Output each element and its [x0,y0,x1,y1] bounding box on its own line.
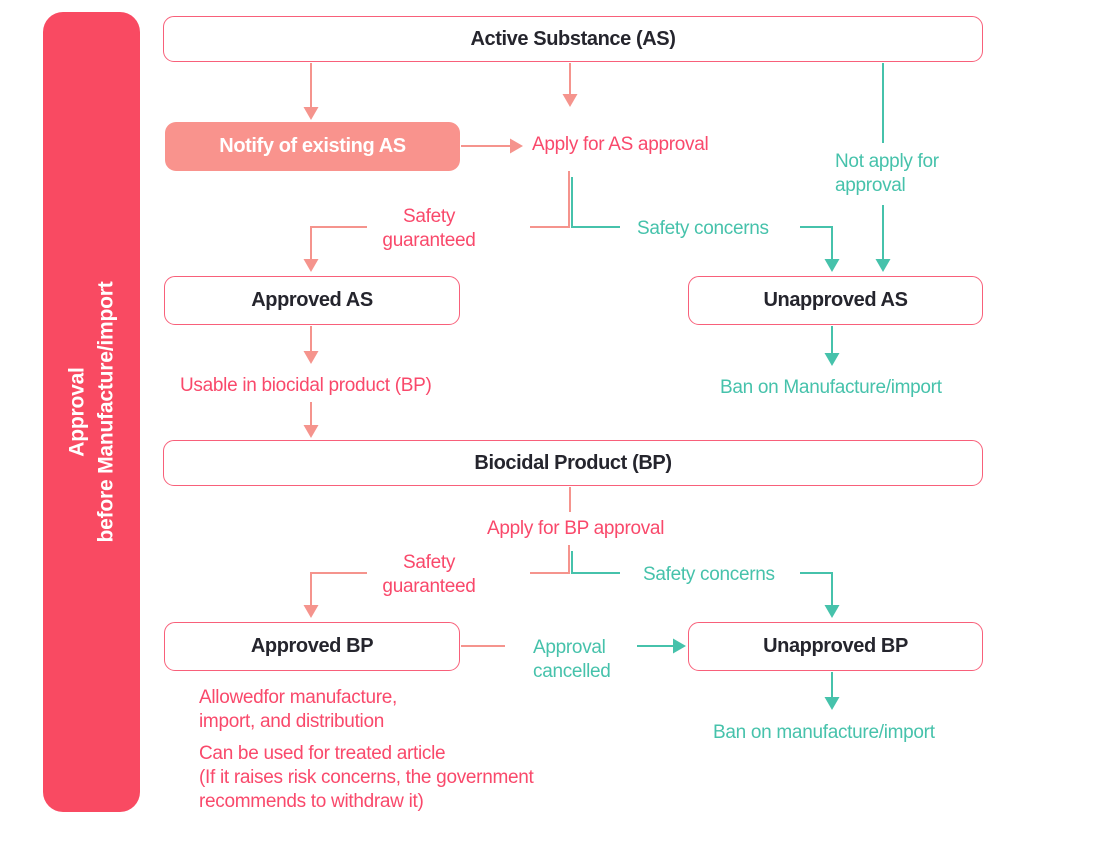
node-active-substance: Active Substance (AS) [163,16,983,62]
approval-banner: Approval before Manufacture/import [43,12,140,812]
node-unapproved-as: Unapproved AS [688,276,983,325]
arrow-unapproved-bp-down [824,672,840,710]
node-biocidal-product: Biocidal Product (BP) [163,440,983,486]
label-usable-in-bp: Usable in biocidal product (BP) [180,375,432,396]
label-approval-cancelled: Approval cancelled [533,637,611,682]
label-safety-guaranteed-as: Safety guaranteed [382,206,476,251]
label-apply-as-approval: Apply for AS approval [532,134,709,155]
connector-apply-bp-split [568,545,573,574]
label-ban-manufacture-import-as: Ban on Manufacture/import [720,377,942,398]
label-safety-guaranteed-bp: Safety guaranteed [382,552,476,597]
node-unapproved-bp: Unapproved BP [688,622,983,671]
arrow-as-to-apply [562,63,578,107]
label-approved-bp-note-allowed: Allowedfor manufacture, import, and dist… [199,687,397,732]
label-apply-bp-approval: Apply for BP approval [487,518,665,539]
node-approved-as: Approved AS [164,276,460,325]
label-not-apply-for-approval: Not apply for approval [835,151,939,196]
arrow-notify-to-apply [461,138,523,154]
label-ban-manufacture-import-bp: Ban on manufacture/import [713,722,935,743]
arrow-as-to-notify [303,63,319,120]
label-safety-concerns-as: Safety concerns [637,218,769,239]
arrow-unapproved-as-down [824,326,840,366]
connector-apply-as-split [568,171,573,228]
approval-banner-label: Approval before Manufacture/import [65,281,118,543]
node-notify-existing-as: Notify of existing AS [165,122,460,171]
label-safety-concerns-bp: Safety concerns [643,564,775,585]
label-approved-bp-note-treated-article: Can be used for treated article (If it r… [199,743,534,812]
node-approved-bp: Approved BP [164,622,460,671]
arrow-usable-to-bp [303,402,319,438]
arrow-approved-as-down [303,326,319,364]
